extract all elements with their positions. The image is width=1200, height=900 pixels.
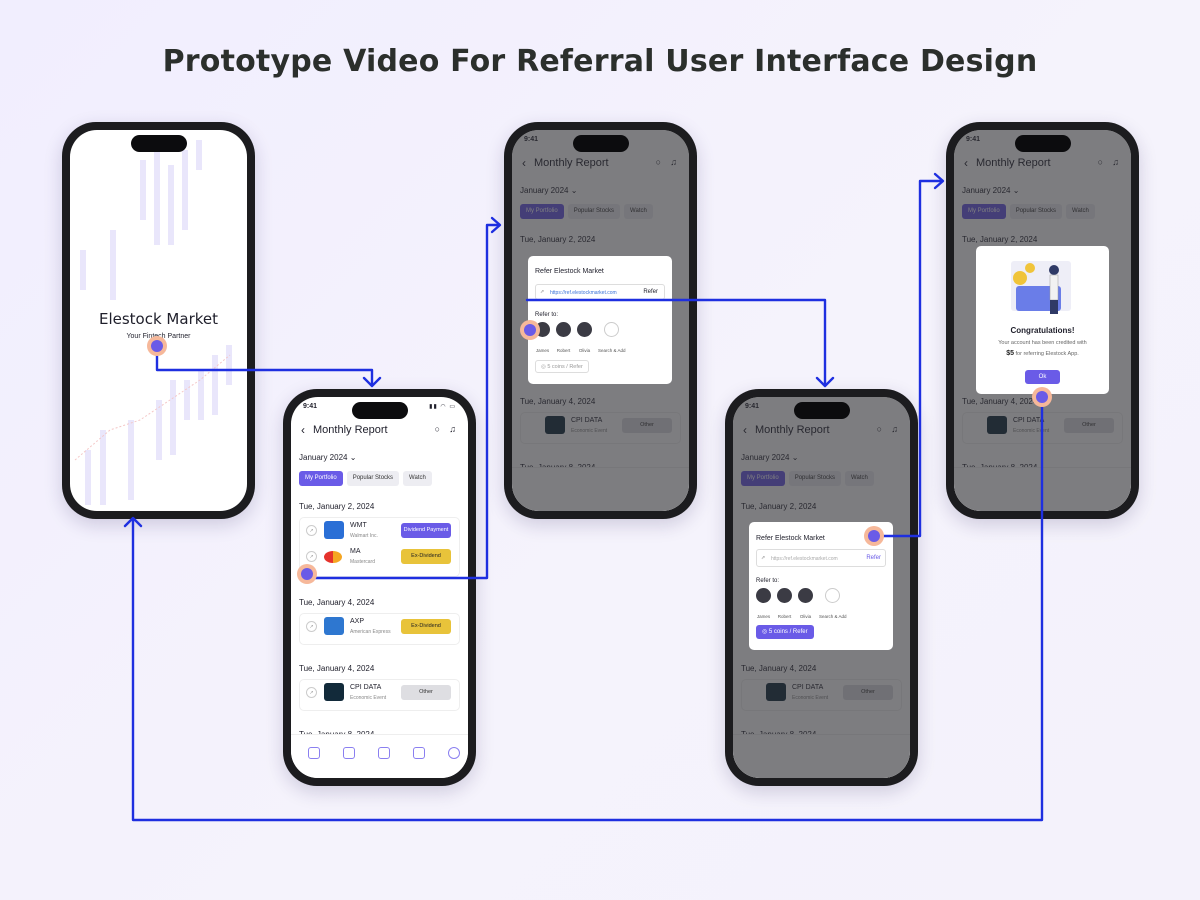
contact-olivia[interactable]: Olivia xyxy=(577,322,592,357)
congrats-message-line2: $5 for referring Elestock App. xyxy=(1006,350,1079,357)
candlestick-background xyxy=(74,140,232,505)
share-icon[interactable]: ↗ xyxy=(306,551,317,562)
contact-list: James Robert Olivia Search & Add xyxy=(756,588,853,623)
phone-splash: Elestock Market Your Fintech Partner xyxy=(62,122,255,519)
modal-title: Refer Elestock Market xyxy=(756,535,825,542)
dynamic-island xyxy=(130,135,187,152)
company: Mastercard xyxy=(350,559,376,565)
contact-robert[interactable]: Robert xyxy=(777,588,792,623)
phone-refer: 9:41 ‹ Monthly Report ○ ♫ January 2024 ⌄… xyxy=(504,122,697,519)
ticker: MA xyxy=(350,548,361,555)
company: Walmart Inc. xyxy=(350,533,378,539)
dynamic-island xyxy=(572,135,629,152)
month-selector[interactable]: January 2024 ⌄ xyxy=(299,453,357,462)
refer-link: https://ref.elestockmarket.com xyxy=(771,556,838,562)
tap-indicator xyxy=(520,320,540,340)
link-icon: ⇗ xyxy=(761,555,766,561)
refer-link: https://ref.elestockmarket.com xyxy=(550,290,617,296)
event-action-button[interactable]: Other xyxy=(401,685,451,700)
share-icon[interactable]: ↗ xyxy=(306,621,317,632)
amex-logo xyxy=(324,617,344,635)
status-time: 9:41 xyxy=(303,403,318,410)
event-action-button[interactable]: Dividend Payment xyxy=(401,523,451,538)
grid-icon[interactable] xyxy=(343,747,355,759)
event-card: ↗ AXP American Express Ex-Dividend xyxy=(299,613,460,645)
cpi-logo xyxy=(324,683,344,701)
event-row: ↗ AXP American Express Ex-Dividend xyxy=(300,614,459,640)
page-title: Prototype Video For Referral User Interf… xyxy=(162,44,1038,79)
date-heading: Tue, January 4, 2024 xyxy=(299,598,375,607)
date-heading: Tue, January 4, 2024 xyxy=(299,664,375,673)
contact-james[interactable]: James xyxy=(756,588,771,623)
company: Economic Event xyxy=(350,695,387,701)
chart-icon[interactable] xyxy=(413,747,425,759)
refer-modal: Refer Elestock Market ⇗ https://ref.eles… xyxy=(528,256,672,384)
contact-robert[interactable]: Robert xyxy=(556,322,571,357)
tap-indicator xyxy=(297,564,317,584)
share-icon[interactable]: ↗ xyxy=(306,525,317,536)
coins-per-refer-button[interactable]: ◎ 5 coins / Refer xyxy=(756,625,814,639)
coins-per-refer-button[interactable]: ◎ 5 coins / Refer xyxy=(535,360,589,373)
tab-bar xyxy=(291,734,468,778)
congrats-title: Congratulations! xyxy=(1010,326,1075,335)
profile-icon[interactable] xyxy=(448,747,460,759)
dynamic-island xyxy=(793,402,850,419)
tab-watch[interactable]: Watch xyxy=(403,471,432,486)
event-row: ↗ CPI DATA Economic Event Other xyxy=(300,680,459,706)
contact-olivia[interactable]: Olivia xyxy=(798,588,813,623)
event-row: ↗ MA Mastercard Ex-Dividend xyxy=(300,544,459,570)
back-icon[interactable]: ‹ xyxy=(301,423,305,437)
header-title: Monthly Report xyxy=(313,424,388,436)
dynamic-island xyxy=(351,402,408,419)
ok-button[interactable]: Ok xyxy=(1025,370,1060,384)
company: American Express xyxy=(350,629,391,635)
phone-refer-active: 9:41 ‹ Monthly Report ○ ♫ January 2024 ⌄… xyxy=(725,389,918,786)
refer-button[interactable]: Refer xyxy=(866,555,881,561)
brand-name: Elestock Market xyxy=(98,310,218,328)
ticker: AXP xyxy=(350,618,365,625)
home-icon[interactable] xyxy=(308,747,320,759)
tab-popular-stocks[interactable]: Popular Stocks xyxy=(346,471,400,486)
event-action-button[interactable]: Ex-Dividend xyxy=(401,619,451,634)
date-heading: Tue, January 2, 2024 xyxy=(299,502,375,511)
share-icon[interactable]: ↗ xyxy=(306,687,317,698)
reward-illustration xyxy=(1011,261,1071,314)
wallet-icon[interactable] xyxy=(378,747,390,759)
refer-link-field[interactable]: ⇗ https://ref.elestockmarket.com Refer xyxy=(756,549,886,567)
congrats-message: Your account has been credited with xyxy=(998,340,1087,346)
search-icon[interactable]: ○ xyxy=(434,424,440,434)
tab-my-portfolio[interactable]: My Portfolio xyxy=(299,471,343,486)
search-add-contact[interactable]: Search & Add xyxy=(598,322,626,357)
mastercard-logo xyxy=(324,551,342,563)
refer-to-label: Refer to: xyxy=(756,578,780,584)
tap-indicator xyxy=(1032,387,1052,407)
tap-indicator xyxy=(147,336,167,356)
walmart-logo xyxy=(324,521,344,539)
ticker: CPI DATA xyxy=(350,684,382,691)
dynamic-island xyxy=(1014,135,1071,152)
status-icons: ▮▮ ◠ ▭ xyxy=(429,404,456,410)
modal-title: Refer Elestock Market xyxy=(535,268,604,275)
bell-icon[interactable]: ♫ xyxy=(449,424,456,434)
ticker: WMT xyxy=(350,522,367,529)
congrats-modal: Congratulations! Your account has been c… xyxy=(976,246,1109,394)
search-add-contact[interactable]: Search & Add xyxy=(819,588,847,623)
event-card: ↗ WMT Walmart Inc. Dividend Payment ↗ MA… xyxy=(299,517,460,577)
link-icon: ⇗ xyxy=(540,289,545,295)
event-action-button[interactable]: Ex-Dividend xyxy=(401,549,451,564)
refer-button[interactable]: Refer xyxy=(643,289,658,295)
phone-report: 9:41 ▮▮ ◠ ▭ ‹ Monthly Report ○ ♫ January… xyxy=(283,389,476,786)
refer-to-label: Refer to: xyxy=(535,312,559,318)
event-row: ↗ WMT Walmart Inc. Dividend Payment xyxy=(300,518,459,544)
tap-indicator xyxy=(864,526,884,546)
event-card: ↗ CPI DATA Economic Event Other xyxy=(299,679,460,711)
